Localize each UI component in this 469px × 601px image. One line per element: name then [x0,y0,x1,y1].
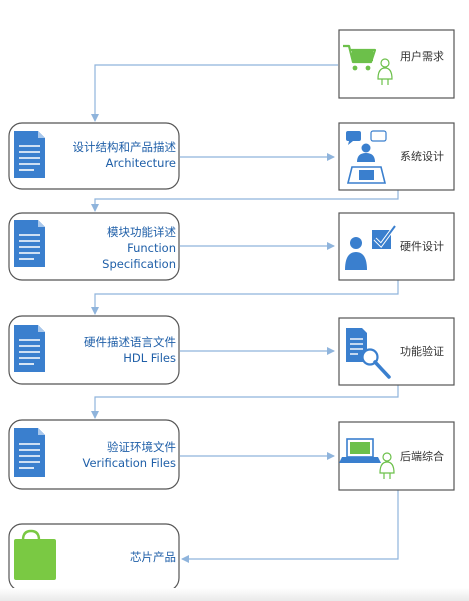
right-box-functional-verification: 功能验证 [338,317,455,386]
connector-verification-to-verif-files [91,385,399,419]
user-checkmark-icon [345,224,397,270]
shopping-bag-icon [14,529,56,580]
shopping-cart-user-icon [343,44,393,85]
verif-files-label-en: Verification Files [82,456,176,470]
chip-product-label: 芯片产品 [130,550,176,564]
left-box-architecture: 设计结构和产品描述 Architecture [8,122,180,190]
function-spec-label-en-2: Specification [102,257,176,271]
function-spec-label-cn: 模块功能详述 [107,225,176,239]
left-box-chip-product: 芯片产品 [8,523,180,592]
connector-system-design-to-function-spec [91,190,399,212]
bottom-fade [0,588,469,601]
document-icon [14,131,45,178]
document-icon [14,220,45,267]
connector-requirements-to-architecture [91,64,338,122]
architecture-label-en: Architecture [106,156,176,170]
hdl-label-cn: 硬件描述语言文件 [84,335,176,349]
function-spec-label-en-1: Function [127,241,176,255]
left-box-hdl-files: 硬件描述语言文件 HDL Files [8,315,180,385]
connector-hardware-design-to-hdl [91,280,399,315]
connector-synthesis-to-chip [181,490,399,563]
meeting-users-icon [346,130,387,184]
laptop-user-icon [339,438,395,479]
right-box-hardware-design: 硬件设计 [338,212,455,281]
document-icon [14,428,45,477]
document-magnifier-icon [346,328,391,379]
document-icon [14,325,45,372]
right-box-system-design: 系统设计 [338,122,455,191]
left-box-function-spec: 模块功能详述 Function Specification [8,212,180,281]
right-box-backend-synthesis: 后端综合 [338,421,455,491]
right-box-user-requirements: 用户需求 [338,29,455,99]
verif-files-label-cn: 验证环境文件 [107,440,176,454]
system-design-label: 系统设计 [400,150,444,163]
connectors [91,64,399,563]
left-box-verification-files: 验证环境文件 Verification Files [8,419,180,490]
hdl-label-en: HDL Files [123,351,176,365]
architecture-label-cn: 设计结构和产品描述 [73,140,177,154]
backend-synthesis-label: 后端综合 [400,449,444,463]
functional-verification-label: 功能验证 [400,344,444,358]
hardware-design-label: 硬件设计 [400,240,444,253]
user-requirements-label: 用户需求 [400,49,444,63]
